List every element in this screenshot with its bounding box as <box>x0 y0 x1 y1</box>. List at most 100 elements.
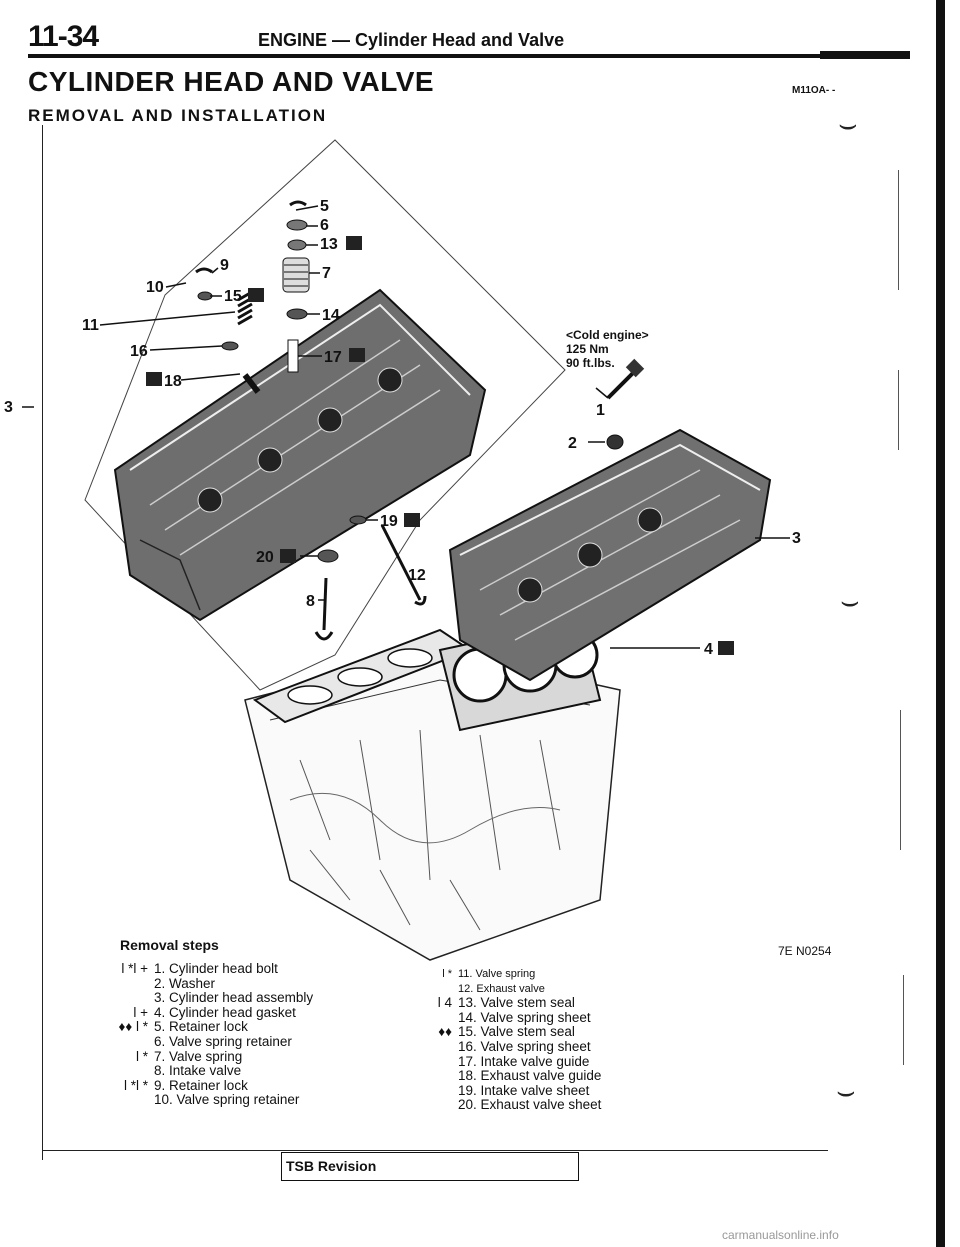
callout-3-left: 3 <box>4 399 13 416</box>
tsb-revision-box: TSB Revision <box>281 1152 579 1181</box>
page-number: 11-34 <box>28 20 99 53</box>
list-item: 2. Washer <box>60 975 313 992</box>
callout-10: 10 <box>146 279 164 296</box>
callout-2: 2 <box>568 435 577 452</box>
callout-17: 17 <box>324 349 342 366</box>
torque-condition: <Cold engine> <box>566 328 649 342</box>
step-text: Valve spring sheet <box>480 1038 591 1054</box>
step-number: 20. <box>458 1097 477 1113</box>
step-marks <box>380 1084 458 1099</box>
step-number: 17. <box>458 1053 477 1069</box>
step-text: Intake valve sheet <box>480 1082 590 1098</box>
callout-3-right: 3 <box>792 530 801 547</box>
torque-ftlbs: 90 ft.lbs. <box>566 356 615 370</box>
figure-code: 7E N0254 <box>778 944 832 958</box>
step-text: Valve spring retainer <box>169 1033 292 1049</box>
list-item: 3. Cylinder head assembly <box>60 991 313 1006</box>
step-number: 10. <box>154 1092 173 1108</box>
header-rule <box>28 54 828 58</box>
step-number: 8. <box>154 1063 166 1079</box>
new-part-mark-icon <box>146 372 162 386</box>
torque-nm: 125 Nm <box>566 342 609 356</box>
callout-15: 15 <box>224 288 242 305</box>
step-text: Retainer lock <box>169 1077 248 1093</box>
step-number: 14. <box>458 1009 477 1025</box>
step-text: Exhaust valve sheet <box>480 1097 602 1113</box>
step-marks <box>380 1040 458 1055</box>
page-edge-bar <box>936 0 945 1247</box>
step-number: 18. <box>458 1068 477 1084</box>
step-marks: l * <box>442 968 452 980</box>
callout-9: 9 <box>220 257 229 274</box>
new-part-mark-icon <box>280 549 296 563</box>
step-text: Cylinder head bolt <box>169 961 278 976</box>
step-text: Cylinder head gasket <box>169 1004 296 1020</box>
page-title: CYLINDER HEAD AND VALVE <box>28 66 435 97</box>
step-marks <box>380 982 458 997</box>
binder-hook-icon: ⌣ <box>838 108 858 141</box>
cylinder-head-left-illustration <box>113 288 487 622</box>
step-text: Intake valve guide <box>480 1053 590 1069</box>
callout-8: 8 <box>306 593 315 610</box>
new-part-mark-icon <box>346 236 362 250</box>
step-number: 6. <box>154 1033 166 1049</box>
step-marks: l *l * <box>123 1077 148 1093</box>
step-marks <box>60 1093 154 1108</box>
step-number: 1. <box>154 961 166 976</box>
list-item: 19. Intake valve sheet <box>380 1082 601 1099</box>
cylinder-head-right-illustration <box>448 428 772 682</box>
callout-16: 16 <box>130 343 148 360</box>
step-number: 5. <box>154 1019 166 1035</box>
step-marks: ♦♦ l * <box>118 1019 148 1035</box>
list-item: 14. Valve spring sheet <box>380 1009 601 1026</box>
step-number: 2. <box>154 975 166 991</box>
step-text: Valve stem seal <box>480 1024 575 1040</box>
step-text: Washer <box>169 975 216 991</box>
callout-11: 11 <box>82 317 99 334</box>
list-item: l *l * 9. Retainer lock <box>60 1077 313 1094</box>
callout-14: 14 <box>322 307 340 324</box>
callout-20: 20 <box>256 549 274 566</box>
step-marks <box>380 1098 458 1113</box>
step-text: Valve spring <box>475 968 536 980</box>
step-marks: l * <box>135 1048 148 1064</box>
valve-parts-illustration <box>195 200 427 641</box>
removal-steps-heading: Removal steps <box>120 937 219 953</box>
parts-frame <box>84 139 566 691</box>
cylinder-block-illustration <box>244 649 621 961</box>
callout-1: 1 <box>596 402 605 419</box>
list-item: 18. Exhaust valve guide <box>380 1069 601 1084</box>
step-marks <box>60 991 154 1006</box>
step-marks: ♦♦ <box>438 1024 452 1040</box>
step-number: 3. <box>154 990 166 1006</box>
cylinder-head-bolt-illustration <box>606 358 645 400</box>
step-marks: l *l + <box>121 961 148 976</box>
leader-lines <box>22 205 790 649</box>
step-text: Retainer lock <box>169 1019 248 1035</box>
list-item: l *7. Valve spring <box>60 1048 313 1065</box>
callout-6: 6 <box>320 217 329 234</box>
step-number: 12. <box>458 982 474 995</box>
torque-spec: <Cold engine> 125 Nm 90 ft.lbs. <box>566 328 649 370</box>
step-number: 19. <box>458 1082 477 1098</box>
step-marks <box>380 1069 458 1084</box>
callout-4: 4 <box>704 641 713 658</box>
list-item: 20. Exhaust valve sheet <box>380 1098 601 1113</box>
step-number: 15. <box>458 1024 477 1040</box>
callout-13: 13 <box>320 236 338 253</box>
step-marks <box>60 1035 154 1050</box>
binding-line <box>900 710 901 850</box>
new-part-mark-icon <box>404 513 420 527</box>
list-item: 8. Intake valve <box>60 1064 313 1079</box>
new-part-mark-icon <box>718 641 734 655</box>
header-rule-heavy <box>820 51 910 59</box>
washer-illustration <box>606 434 624 450</box>
list-item: l +4. Cylinder head gasket <box>60 1004 313 1021</box>
step-text: Exhaust valve <box>476 982 545 995</box>
watermark: carmanualsonline.info <box>722 1228 839 1242</box>
step-number: 9. <box>154 1077 166 1093</box>
callout-7: 7 <box>322 265 331 282</box>
step-number: 16. <box>458 1038 477 1054</box>
step-marks <box>60 977 154 992</box>
